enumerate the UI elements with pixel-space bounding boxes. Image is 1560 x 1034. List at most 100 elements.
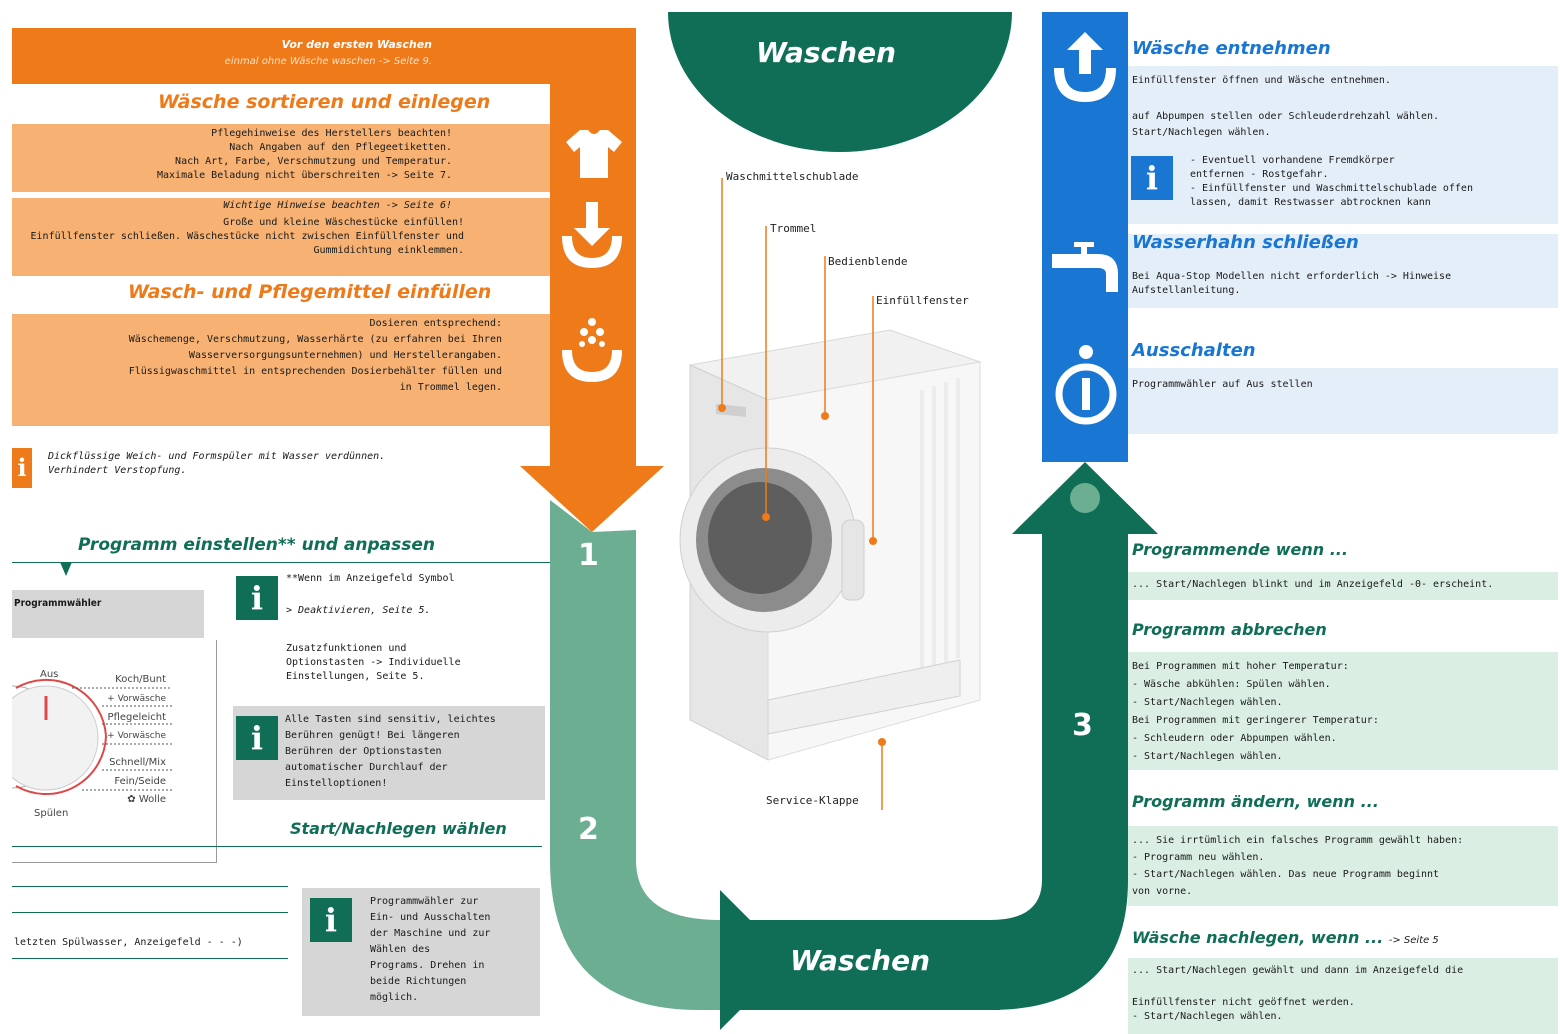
start-heading: Start/Nachlegen wählen: [290, 819, 507, 838]
remove-line3: Start/Nachlegen wählen.: [1132, 127, 1271, 138]
info2-panel: i Alle Tasten sind sensitiv, leichtes Be…: [233, 706, 545, 800]
program-heading: Programm einstellen** und anpassen: [78, 535, 435, 555]
change-heading: Programm ändern, wenn ...: [1132, 792, 1379, 811]
off-panel: Programmwähler auf Aus stellen: [1128, 368, 1558, 434]
change-panel: ... Sie irrtümlich ein falsches Programm…: [1128, 826, 1558, 906]
end-heading: Programmende wenn ...: [1132, 540, 1348, 559]
washing-machine-illustration: [679, 329, 982, 761]
cancel-panel: Bei Programmen mit hoher Temperatur: - W…: [1128, 652, 1558, 770]
sort-panel-2: Wichtige Hinweise beachten -> Seite 6! G…: [12, 198, 550, 276]
info3-panel: i Programmwähler zur Ein- und Ausschalte…: [302, 888, 540, 1016]
info1-line1: **Wenn im Anzeigefeld Symbol: [286, 573, 455, 584]
top-banner-line1: Vor den ersten Waschen: [281, 38, 432, 51]
tshirt-icon: [566, 128, 622, 180]
sort-heading: Wäsche sortieren und einlegen: [158, 91, 491, 113]
detergent-icon: [556, 312, 628, 384]
callout-service: Service-Klappe: [766, 794, 859, 807]
rule: [12, 886, 288, 887]
dial-label-spuelen: Spülen: [34, 808, 69, 819]
water-tap-icon: [1052, 240, 1122, 296]
program-selector-tab: Programmwähler: [12, 590, 204, 638]
add-heading-ref: -> Seite 5: [1388, 935, 1439, 946]
program-option-wolle: ✿ Wolle: [127, 794, 166, 805]
cancel-text: Bei Programmen mit hoher Temperatur: - W…: [1132, 661, 1379, 762]
orange-arrowhead: [520, 466, 664, 532]
callout-panel: Bedienblende: [828, 255, 908, 268]
wool-icon: ✿: [127, 794, 139, 805]
sort-loading-text: Große und kleine Wäschestücke einfüllen!…: [30, 217, 464, 256]
tap-panel: Bei Aqua-Stop Modellen nicht erforderlic…: [1128, 260, 1558, 308]
last-rinse-text: letzten Spülwasser, Anzeigefeld - - -): [14, 937, 243, 948]
green-curve-band: [550, 500, 770, 1010]
callout-door: Einfüllfenster: [876, 294, 969, 307]
add-text2: Einfüllfenster nicht geöffnet werden. - …: [1132, 997, 1355, 1022]
program-dial-panel: Aus Spülen Koch/Bunt + Vorwäsche Pflegel…: [12, 640, 217, 863]
end-text: ... Start/Nachlegen blinkt und im Anzeig…: [1132, 579, 1494, 590]
detergent-heading: Wasch- und Pflegemittel einfüllen: [128, 281, 492, 303]
dark-green-up-band: [990, 530, 1128, 1010]
wash-title-top: Waschen: [756, 36, 896, 69]
tap-heading: Wasserhahn schließen: [1132, 232, 1359, 253]
program-heading-rule: [12, 562, 550, 563]
info-icon: i: [236, 716, 278, 760]
power-icon: [1054, 344, 1118, 428]
off-heading: Ausschalten: [1132, 340, 1256, 361]
callout-drawer: Waschmittelschublade: [726, 170, 859, 183]
orange-info-text: Dickflüssige Weich- und Formspüler mit W…: [48, 451, 386, 476]
remove-panel: Einfüllfenster öffnen und Wäsche entnehm…: [1128, 66, 1558, 298]
remove-heading: Wäsche entnehmen: [1132, 38, 1331, 59]
cancel-heading: Programm abbrechen: [1132, 620, 1327, 639]
detergent-text: Dosieren entsprechend: Wäschemenge, Vers…: [128, 318, 502, 393]
info-icon: i: [310, 898, 352, 942]
spacer: [1128, 224, 1558, 234]
program-option: Koch/Bunt: [115, 674, 166, 685]
top-banner-line2: einmal ohne Wäsche waschen -> Seite 9.: [224, 56, 432, 67]
off-text: Programmwähler auf Aus stellen: [1132, 379, 1313, 390]
info1-line3: Zusatzfunktionen und Optionstasten -> In…: [286, 643, 461, 682]
sort-important-note: Wichtige Hinweise beachten -> Seite 6!: [223, 200, 452, 211]
callout-lines: [718, 178, 886, 810]
program-option: + Vorwäsche: [107, 694, 166, 704]
sort-instructions: Pflegehinweise des Herstellers beachten!…: [156, 128, 452, 181]
info1-line2: > Deaktivieren, Seite 5.: [286, 605, 431, 616]
program-option: Pflegeleicht: [107, 712, 166, 723]
dial-label-aus: Aus: [40, 669, 59, 680]
tap-text: Bei Aqua-Stop Modellen nicht erforderlic…: [1132, 271, 1452, 296]
upload-arrow-icon: [1050, 30, 1120, 110]
detergent-panel: Dosieren entsprechend: Wäschemenge, Vers…: [12, 314, 550, 426]
step-number-3: 3: [1072, 708, 1093, 743]
add-text1: ... Start/Nachlegen gewählt und dann im …: [1132, 965, 1464, 976]
program-option: + Vorwäsche: [107, 731, 166, 741]
program-option: Schnell/Mix: [109, 757, 166, 768]
info2-text: Alle Tasten sind sensitiv, leichtes Berü…: [285, 714, 496, 789]
remove-line1: Einfüllfenster öffnen und Wäsche entnehm…: [1132, 75, 1391, 86]
start-heading-rule: [12, 846, 542, 847]
remove-line2: auf Abpumpen stellen oder Schleuderdrehz…: [1132, 111, 1440, 122]
top-wash-semicircle: [668, 12, 1012, 152]
add-panel: ... Start/Nachlegen gewählt und dann im …: [1128, 958, 1558, 1034]
orange-info-icon: i: [12, 448, 32, 488]
add-heading-text: Wäsche nachlegen, wenn ...: [1132, 928, 1384, 947]
top-banner: Vor den ersten Waschen einmal ohne Wäsch…: [12, 28, 550, 84]
step-number-1: 1: [578, 538, 599, 573]
step-dot: [1070, 483, 1100, 513]
download-arrow-icon: [556, 200, 628, 272]
callout-drum: Trommel: [770, 222, 817, 235]
sort-panel-1: Pflegehinweise des Herstellers beachten!…: [12, 124, 550, 192]
program-selector-label: Programmwähler: [14, 598, 102, 609]
dark-green-right-arrowhead: [720, 890, 790, 1030]
program-pointer-arrow: [60, 562, 72, 576]
program-option: Fein/Seide: [114, 776, 166, 787]
program-option-label: Wolle: [138, 794, 166, 805]
rule: [12, 912, 288, 913]
remove-info: - Eventuell vorhandene Fremdkörper entfe…: [1190, 155, 1473, 208]
info-icon: i: [1131, 156, 1173, 200]
info-icon: i: [236, 576, 278, 620]
wash-title-bottom: Waschen: [790, 944, 930, 977]
rule: [12, 958, 288, 959]
end-panel: ... Start/Nachlegen blinkt und im Anzeig…: [1128, 572, 1558, 600]
step-number-2: 2: [578, 812, 599, 847]
add-heading: Wäsche nachlegen, wenn ... -> Seite 5: [1132, 928, 1439, 947]
info3-text: Programmwähler zur Ein- und Ausschalten …: [370, 896, 491, 1003]
